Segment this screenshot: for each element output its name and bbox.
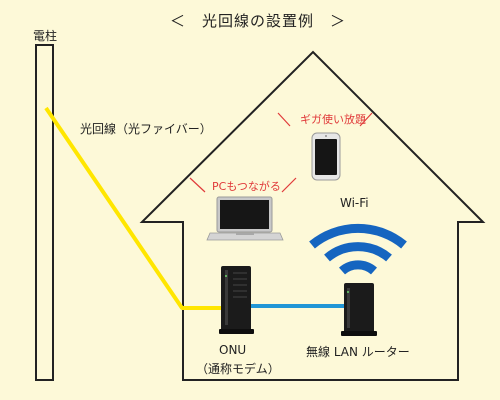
unlimited-data-callout: ギガ使い放題: [300, 113, 366, 126]
onu-label: ONU: [219, 343, 247, 357]
wifi-icon: [309, 223, 407, 275]
router-label: 無線 LAN ルーター: [306, 345, 410, 359]
smartphone-icon: [311, 132, 341, 181]
onu-sublabel: （通称モデム）: [196, 362, 280, 376]
house-outline: [139, 50, 486, 381]
fiber-line-label: 光回線（光ファイバー）: [80, 122, 212, 136]
utility-pole: [35, 44, 54, 381]
fiber-optic-line: [44, 106, 228, 310]
callout-line-right: [281, 177, 297, 193]
onu-device-icon: [219, 266, 254, 334]
laptop-icon: [206, 196, 284, 241]
callout-line-right: [359, 112, 373, 127]
pole-label: 電柱: [33, 29, 58, 43]
callout-line-left: [189, 177, 206, 193]
pc-connect-callout: PCもつながる: [212, 180, 281, 193]
wifi-label: Wi-Fi: [340, 196, 369, 210]
callout-line-left: [277, 112, 291, 127]
diagram-title: ＜ 光回線の設置例 ＞: [170, 12, 347, 30]
router-device-icon: [341, 283, 377, 336]
